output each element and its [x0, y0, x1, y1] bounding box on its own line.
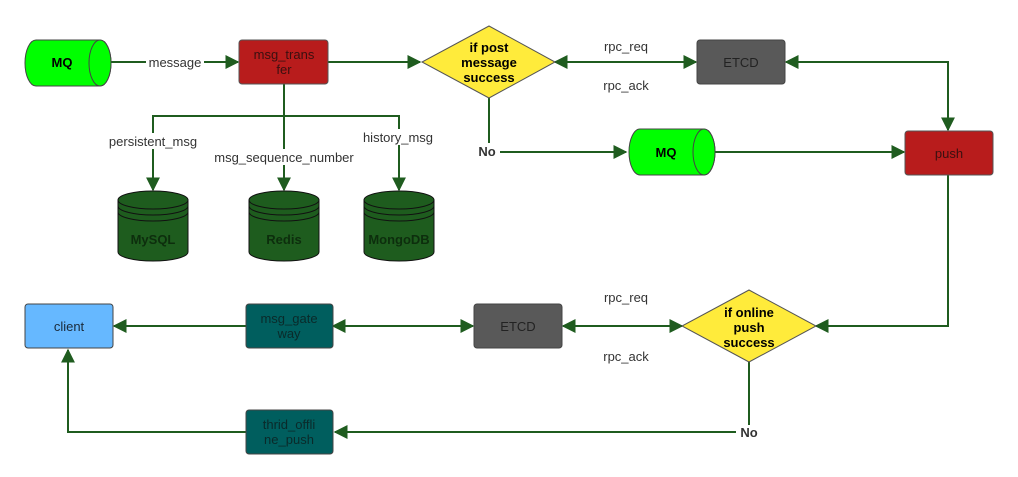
etcd-bottom-node: ETCD: [473, 303, 563, 349]
online-decision-node: if online push success: [680, 289, 818, 363]
etcd-bottom-label: ETCD: [500, 319, 535, 334]
edge-labels: message persistent_msg msg_sequence_numb…: [104, 39, 762, 441]
label-rpc-req-bottom: rpc_req: [604, 290, 648, 305]
redis-label: Redis: [266, 232, 301, 247]
label-no-top: No: [478, 144, 495, 159]
msg-gateway-node: msg_gate way: [245, 303, 334, 349]
client-label: client: [54, 319, 85, 334]
mysql-node: MySQL: [117, 190, 189, 262]
etcd-top-label: ETCD: [723, 55, 758, 70]
edge-to-mysql: [146, 115, 284, 192]
label-message: message: [149, 55, 202, 70]
mq-source-label: MQ: [52, 55, 73, 70]
redis-node: Redis: [248, 190, 320, 262]
post-decision-line2: message: [461, 55, 517, 70]
edge-to-mongodb: [284, 115, 406, 192]
label-rpc-ack-top: rpc_ack: [603, 78, 649, 93]
label-persistent-msg: persistent_msg: [109, 134, 197, 149]
post-decision-line3: success: [463, 70, 514, 85]
post-decision-node: if post message success: [420, 25, 557, 99]
msg-transfer-node: msg_trans fer: [238, 39, 329, 85]
mq-retry-label: MQ: [656, 145, 677, 160]
edge-push-to-decision: [814, 175, 949, 333]
label-history-msg: history_msg: [363, 130, 433, 145]
edges: [61, 55, 955, 439]
label-rpc-req-top: rpc_req: [604, 39, 648, 54]
msg-transfer-label-line1: msg_trans: [254, 47, 315, 62]
mq-retry-node: MQ: [628, 128, 716, 176]
mysql-label: MySQL: [131, 232, 176, 247]
label-no-bottom: No: [740, 425, 757, 440]
offline-push-line2: ne_push: [264, 432, 314, 447]
post-decision-line1: if post: [470, 40, 510, 55]
mongodb-label: MongoDB: [368, 232, 429, 247]
mq-source-node: MQ: [24, 39, 112, 87]
online-decision-line2: push: [733, 320, 764, 335]
etcd-top-node: ETCD: [696, 39, 786, 85]
online-decision-line1: if online: [724, 305, 774, 320]
msg-gateway-line2: way: [276, 326, 301, 341]
mongodb-node: MongoDB: [363, 190, 435, 262]
online-decision-line3: success: [723, 335, 774, 350]
offline-push-node: thrid_offli ne_push: [245, 409, 334, 455]
edge-no-to-mq: [488, 98, 628, 159]
edge-etcd-to-push: [784, 55, 955, 132]
label-rpc-ack-bottom: rpc_ack: [603, 349, 649, 364]
label-msg-sequence-number: msg_sequence_number: [214, 150, 354, 165]
push-node: push: [904, 130, 994, 176]
msg-transfer-label-line2: fer: [276, 62, 292, 77]
edge-offline-to-client: [61, 348, 246, 433]
edge-no-to-offline: [333, 362, 750, 439]
msg-gateway-line1: msg_gate: [260, 311, 317, 326]
offline-push-line1: thrid_offli: [263, 417, 316, 432]
client-node: client: [24, 303, 114, 349]
push-label: push: [935, 146, 963, 161]
